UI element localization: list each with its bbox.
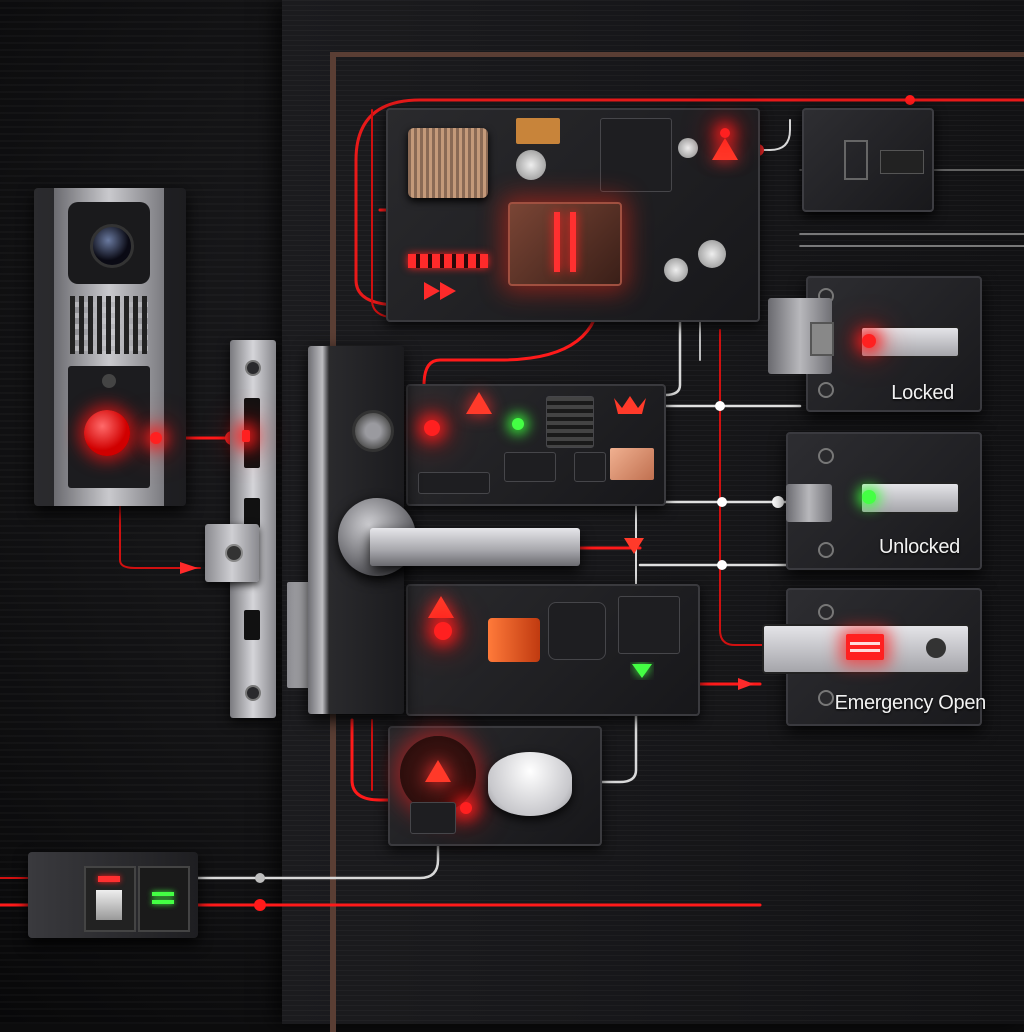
wire-lower-left — [350, 718, 402, 802]
capacitor — [516, 150, 546, 180]
screw-icon — [818, 604, 834, 620]
relay-block — [516, 118, 560, 144]
down-arrow-indicator-icon — [622, 536, 646, 560]
key-cylinder-icon[interactable] — [352, 410, 394, 452]
release-knob[interactable] — [926, 638, 946, 658]
wire-vertical-right — [719, 329, 766, 646]
door-handle-lever[interactable] — [370, 528, 580, 566]
screw-icon — [245, 360, 261, 376]
lock-indicator-bar — [860, 482, 960, 514]
emergency-release-bar[interactable] — [762, 624, 970, 674]
emergency-release-board — [406, 584, 700, 716]
buzzer-module — [548, 602, 606, 660]
call-status-led — [150, 432, 162, 444]
wire-intercom-down — [119, 504, 201, 569]
screw-icon — [818, 448, 834, 464]
crown-indicator-icon — [614, 394, 646, 416]
main-control-board — [386, 108, 760, 322]
state-label-unlocked: Unlocked — [879, 536, 960, 558]
access-control-board — [406, 384, 666, 506]
lock-bolt-retracted — [786, 484, 832, 522]
unlocked-led — [862, 490, 876, 504]
screw-icon — [818, 542, 834, 558]
emergency-led — [846, 634, 884, 660]
door-intercom — [34, 188, 186, 506]
terminal-connector — [802, 108, 934, 212]
wire-lower-right — [568, 698, 638, 784]
transformer-coil — [408, 128, 488, 198]
screw-icon — [818, 382, 834, 398]
opto-coupler — [610, 448, 654, 480]
switch-module[interactable] — [84, 866, 136, 932]
microphone-icon — [102, 374, 116, 388]
controller-chip — [600, 118, 672, 192]
warning-triangle-icon — [712, 138, 738, 160]
alarm-beacon — [400, 736, 476, 812]
camera-icon — [68, 202, 150, 284]
smoke-detector-icon — [488, 752, 572, 816]
state-label-emergency: Emergency Open — [834, 692, 987, 714]
power-switch-box — [28, 852, 198, 938]
power-relay-main — [508, 202, 622, 286]
screw-icon — [818, 690, 834, 706]
status-led-red — [460, 802, 472, 814]
latch-plate — [287, 582, 311, 688]
status-led-green — [512, 418, 524, 430]
forward-arrows-icon — [424, 280, 474, 302]
call-button-icon[interactable] — [84, 410, 130, 456]
lock-indicator-bar — [860, 326, 960, 358]
status-led-red — [720, 128, 730, 138]
down-arrow-indicator-icon — [630, 662, 654, 680]
capacitor — [664, 258, 688, 282]
driver-chip — [504, 452, 556, 482]
alarm-relay — [410, 802, 456, 834]
screw-icon — [245, 685, 261, 701]
warning-triangle-icon — [466, 392, 492, 414]
status-module — [138, 866, 190, 932]
capacitor — [698, 240, 726, 268]
wire-to-top-right — [739, 119, 791, 151]
state-label-locked: Locked — [891, 382, 954, 404]
relay-array — [546, 396, 594, 448]
terminal-strip — [418, 472, 490, 494]
wire-top-feed — [354, 98, 1024, 307]
strike-led — [242, 430, 250, 442]
wire-board-to-mid — [422, 288, 602, 422]
state-panel-locked: Locked — [806, 276, 982, 412]
status-led-red — [424, 420, 440, 436]
electric-strike-latch — [205, 524, 259, 582]
status-led-red — [434, 622, 452, 640]
led-strip — [408, 254, 488, 268]
lock-bolt-bracket — [768, 298, 834, 374]
speaker-grille — [70, 296, 148, 354]
alarm-panel — [388, 726, 602, 846]
warning-triangle-icon — [428, 596, 454, 618]
locked-led — [862, 334, 876, 348]
microcontroller-chip — [618, 596, 680, 654]
capacitor — [678, 138, 698, 158]
wire-bottom-white — [196, 840, 440, 880]
fuse-block — [488, 618, 540, 662]
driver-chip — [574, 452, 606, 482]
